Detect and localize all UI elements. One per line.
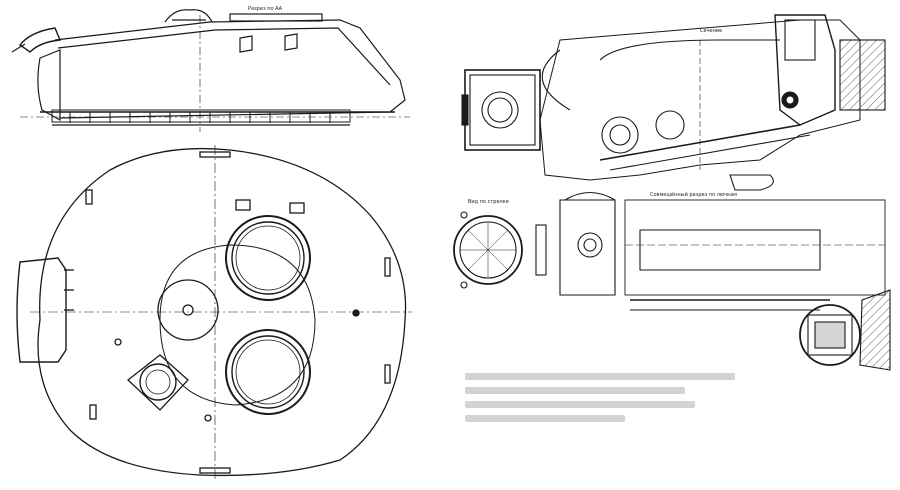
hatch-section-upper: Сечение <box>461 14 886 191</box>
hatch-section-lower: Вид по стрелке Совмещённый разрез по люч… <box>453 191 891 371</box>
ring-bolts <box>69 112 331 123</box>
turret-side-view: Разрез по АА <box>11 6 410 132</box>
top-view-label: Вид по стрелке <box>468 199 509 205</box>
lower-section-label: Совмещённый разрез по лючкам <box>650 191 737 198</box>
side-view-label: Разрез по АА <box>248 6 283 12</box>
section-label: Сечение <box>700 28 722 34</box>
turret-top-view <box>16 145 412 482</box>
blurred-caption <box>465 373 735 422</box>
